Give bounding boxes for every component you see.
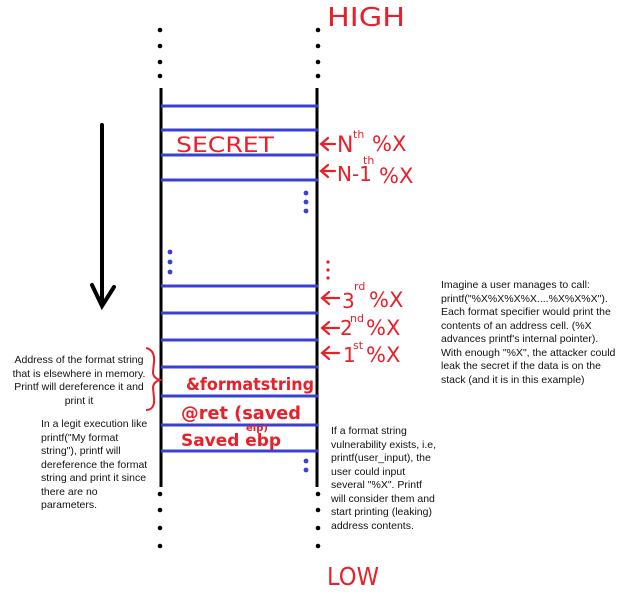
vulnerability-note: If a format string vulnerability exists,… [331,425,437,533]
format-string-address-label: &formatstring [186,375,314,395]
pointer-2nd-sup: nd [350,312,364,325]
vulnerability-text: If a format string vulnerability exists,… [331,425,437,532]
high-label: HIGH [327,3,405,33]
return-address-label: @ret (saved [181,403,301,424]
saved-ebp-label: Saved ebp [181,431,281,451]
explanation-text: Imagine a user manages to call: printf("… [441,279,616,386]
format-pointer-arrows [319,136,341,361]
pointer-n-1th-sup: th [363,154,374,167]
return-address-sublabel: eip) [246,423,268,434]
explanation-note-right: Imagine a user manages to call: printf("… [441,279,621,387]
pointer-nth-sup: th [353,128,364,141]
stack-gap-dots [167,190,309,473]
pointer-2nd-base: 2 [340,316,353,340]
format-string-brace-icon [145,347,164,411]
legit-execution-note: In a legit execution like printf("My for… [41,418,153,513]
format-string-address-text: Address of the format string that is els… [12,354,146,407]
stack-growth-arrow-icon [90,123,116,311]
pointer-n-1th-base: N-1 [337,162,372,186]
pointer-2nd-spec: %X [366,316,400,340]
continuation-dots-top [157,27,321,79]
pointer-nth-base: N [337,133,353,158]
pointer-nth: N th %X [337,128,406,158]
pointer-3rd: 3 rd %X [342,280,403,313]
legit-execution-text: In a legit execution like printf("My for… [41,418,148,511]
low-label: LOW [327,562,379,591]
pointer-3rd-sup: rd [354,280,365,293]
pointer-1st: 1 st %X [343,339,400,367]
pointer-2nd: 2 nd %X [340,312,400,340]
pointer-1st-base: 1 [343,343,356,367]
format-string-address-note: Address of the format string that is els… [8,354,150,408]
pointer-nth-spec: %X [372,132,406,156]
stack-cell-dividers [161,104,318,453]
pointer-1st-sup: st [353,339,364,352]
pointer-gap-dots [326,260,330,280]
pointer-3rd-spec: %X [369,288,403,312]
secret-cell-label: SECRET [176,133,274,157]
pointer-3rd-base: 3 [342,289,355,313]
pointer-1st-spec: %X [366,343,400,367]
pointer-n-1th-spec: %X [379,164,413,188]
pointer-n-1th: N-1 th %X [337,154,413,188]
continuation-dots-bottom [157,491,321,549]
